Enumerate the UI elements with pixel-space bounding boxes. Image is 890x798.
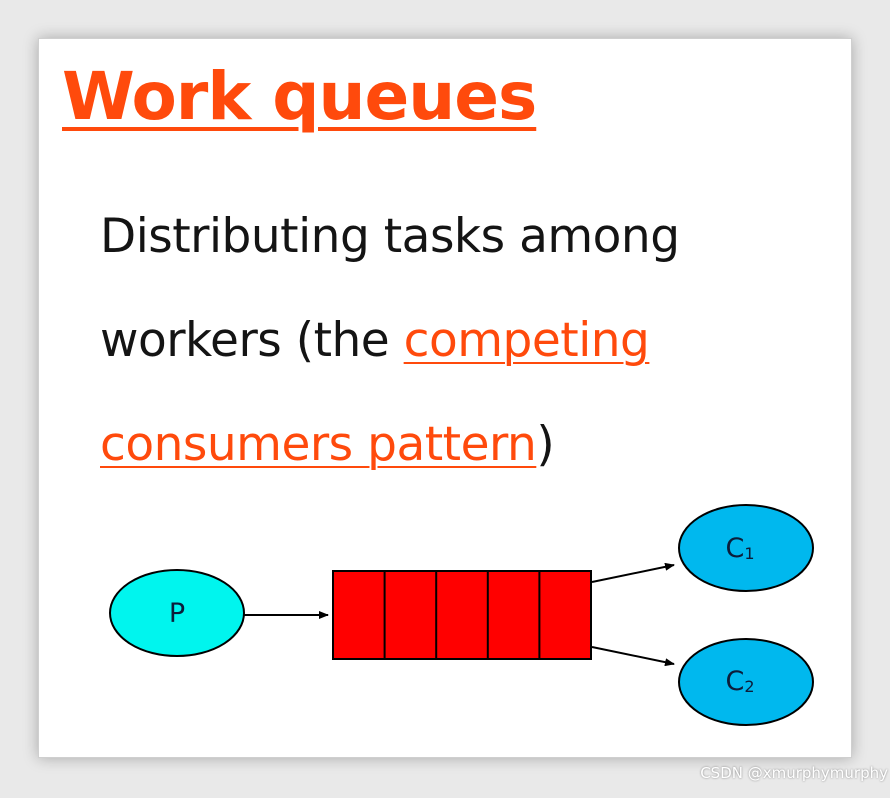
consumer-label-2-main: C [725,666,744,697]
queue-body [332,570,592,660]
consumer-label-1-main: C [725,533,744,564]
producer-label: P [169,598,185,629]
consumer-node-1: C1 [678,504,814,592]
watermark: CSDN @xmurphymurphy [700,764,888,782]
consumer-label-2-sub: 2 [744,677,754,696]
consumer-node-2: C2 [678,638,814,726]
producer-ellipse [109,569,245,657]
consumer-label-1-sub: 1 [744,544,754,563]
description-text: Distributing tasks among workers (the [100,209,680,368]
description: Distributing tasks among workers (the co… [100,185,820,497]
page-title: Work queues [62,58,537,135]
queue-to-c1-arrow [591,562,675,583]
competing-consumers-link[interactable]: competing consumers pattern [100,313,650,472]
consumer-ellipse-1 [678,504,814,592]
consumer-label-1: C1 [725,533,754,564]
queue [332,570,592,660]
producer-node: P [109,569,245,657]
link-part-2: consumers pattern [100,417,537,472]
consumer-label-2: C2 [725,666,754,697]
link-part-1: competing [403,313,650,368]
consumer-ellipse-2 [678,638,814,726]
description-text-end: ) [536,417,555,472]
queue-to-c2-arrow [591,646,675,667]
